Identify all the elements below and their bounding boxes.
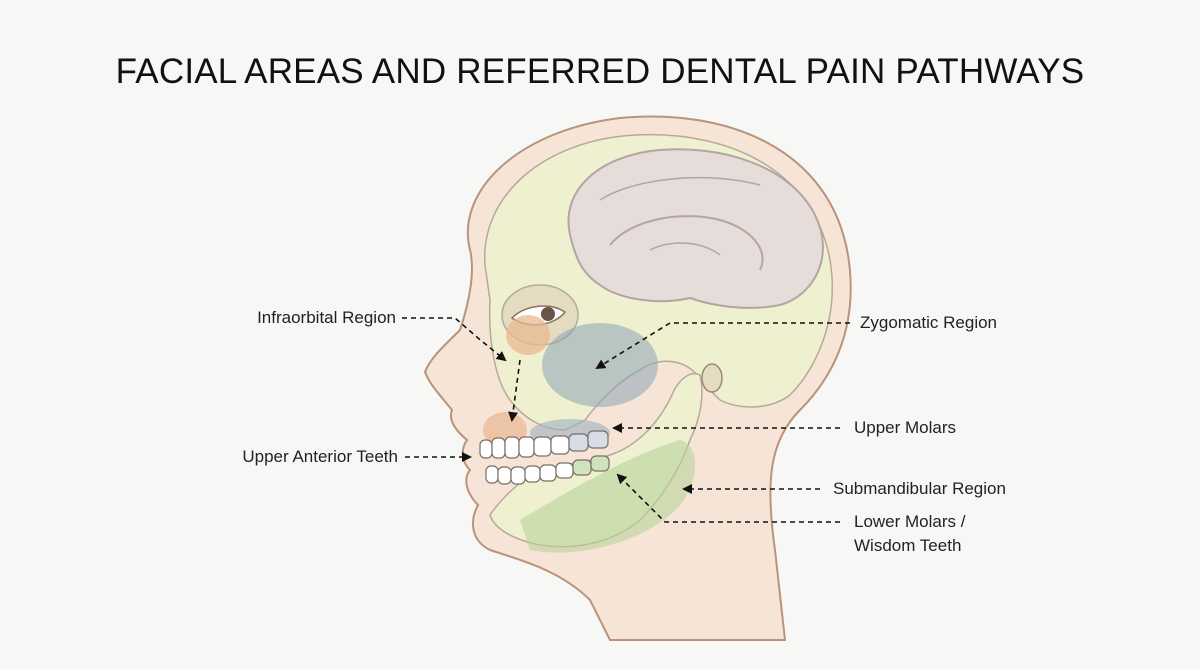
zygomatic-leader xyxy=(595,322,850,370)
infraorbital-region xyxy=(506,315,550,355)
lower-molars-leader xyxy=(616,473,840,523)
label-submandibular: Submandibular Region xyxy=(833,479,1006,498)
upper-teeth xyxy=(479,430,609,459)
brain xyxy=(567,148,824,309)
label-lower-molars-line1: Lower Molars / xyxy=(854,512,966,531)
infraorbital-to-teeth-leader xyxy=(508,359,521,422)
ear-canal xyxy=(701,363,723,393)
zygomatic-region xyxy=(542,323,658,407)
submandibular-region xyxy=(520,440,695,553)
infraorbital-leader xyxy=(402,317,507,362)
page-title: FACIAL AREAS AND REFERRED DENTAL PAIN PA… xyxy=(115,52,1085,91)
label-upper-anterior: Upper Anterior Teeth xyxy=(242,447,398,466)
label-zygomatic: Zygomatic Region xyxy=(860,313,998,332)
brain-fold xyxy=(649,242,721,256)
label-infraorbital: Infraorbital Region xyxy=(257,308,396,327)
lower-teeth xyxy=(485,455,610,485)
label-lower-molars: Lower Molars / Wisdom Teeth xyxy=(854,510,965,558)
brain-fold xyxy=(609,215,764,271)
label-lower-molars-line2: Wisdom Teeth xyxy=(854,536,962,555)
label-upper-molars: Upper Molars xyxy=(854,418,957,437)
brain-fold xyxy=(599,177,761,201)
pupil xyxy=(541,307,555,321)
